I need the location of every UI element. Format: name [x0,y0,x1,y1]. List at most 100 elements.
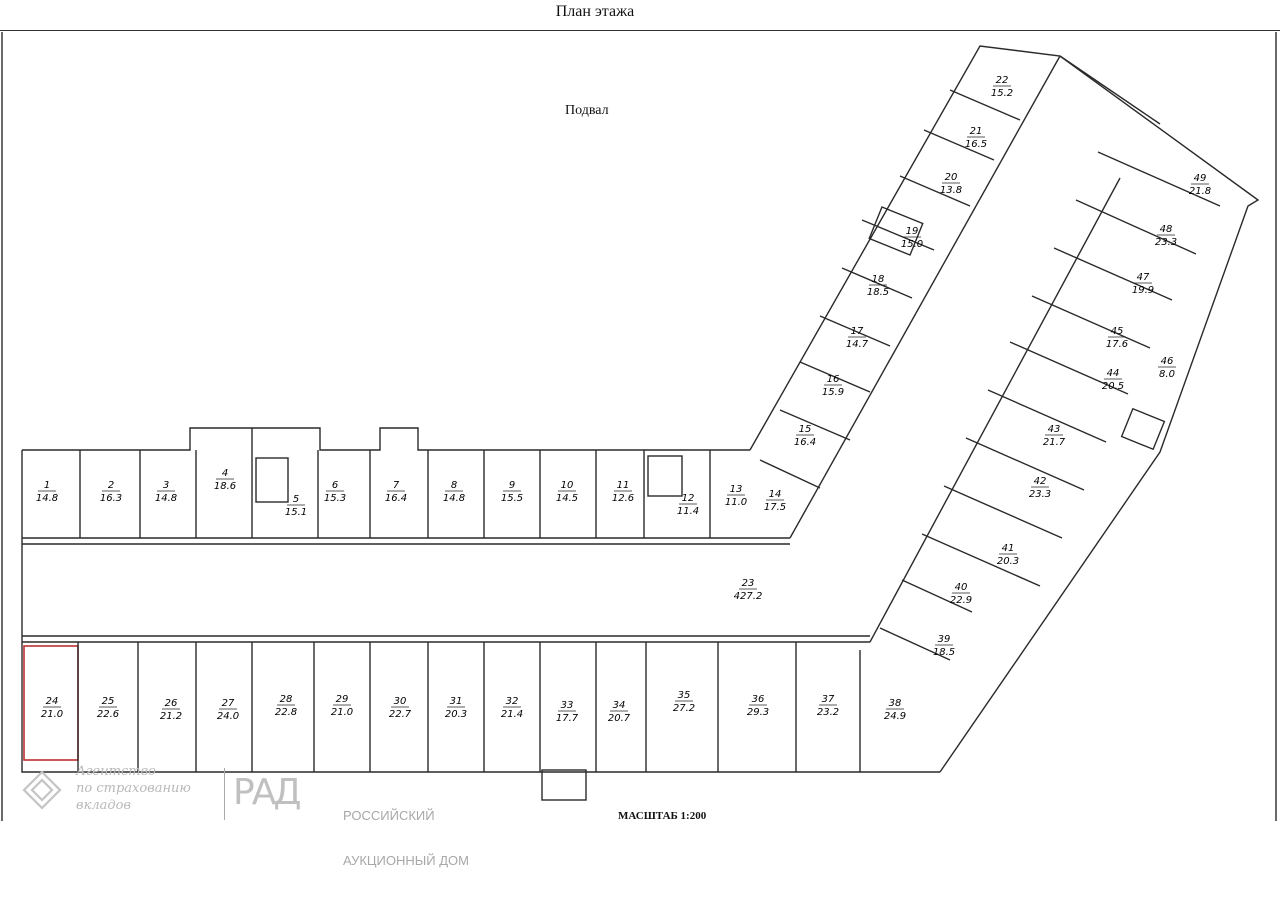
room-area: 12.6 [612,493,634,504]
room-number: 32 [506,696,519,707]
room-number: 7 [393,480,400,491]
scale-label: МАСШТАБ 1:200 [618,810,707,822]
room-area: 14.8 [443,493,465,504]
room-number: 40 [955,582,968,593]
room-number: 11 [617,480,630,491]
room-area: 20.3 [445,709,467,720]
room-area: 11.4 [677,506,699,517]
room-area: 14.7 [846,339,869,350]
room-number: 25 [102,696,115,707]
room-area: 19.9 [1132,285,1154,296]
room-area: 27.2 [673,703,695,714]
room-area: 15.5 [501,493,523,504]
room-label: 34 20.7 [608,700,631,724]
room-number: 14 [769,489,782,500]
room-area: 14.5 [556,493,578,504]
room-number: 13 [730,484,743,495]
room-number: 34 [613,700,626,711]
agency-name: Агентство по страхованию вкладов [76,763,191,814]
room-number: 18 [872,274,885,285]
room-label: 18 18.5 [867,274,889,298]
room-label: 615.3 [324,480,346,504]
room-number: 23 [742,578,755,589]
room-number: 48 [1160,224,1173,235]
room-number: 29 [336,694,349,705]
room-area: 16.4 [385,493,407,504]
room-number: 45 [1111,326,1124,337]
room-number: 27 [222,698,235,709]
room-number: 37 [822,694,835,705]
room-area: 16.3 [100,493,122,504]
room-label: 314.8 [155,480,177,504]
room-label: 16 15.9 [822,374,844,398]
room-number: 9 [509,480,515,491]
room-area: 22.7 [389,709,412,720]
room-label: 37 23.2 [817,694,839,718]
room-area: 20.7 [608,713,631,724]
room-label: 32 21.4 [501,696,523,720]
room-number: 5 [293,494,299,505]
room-area: 18.5 [867,287,889,298]
room-number: 24 [46,696,59,707]
agency-watermark: Агентство по страхованию вкладов [10,762,210,820]
wall-lines [1,32,1277,821]
room-area: 23.2 [817,707,839,718]
room-number: 26 [165,698,178,709]
room-number: 46 [1161,356,1174,367]
room-area: 21.7 [1043,437,1066,448]
room-label: 468.0 [1158,356,1176,380]
room-number: 19 [906,226,919,237]
room-number: 6 [332,480,338,491]
room-label: 11 12.6 [612,480,634,504]
room-number: 16 [827,374,840,385]
room-number: 8 [451,480,457,491]
room-area: 15.9 [822,387,844,398]
room-area: 18.5 [933,647,955,658]
room-label: 814.8 [443,480,465,504]
room-number: 38 [889,698,902,709]
auction-logo-icon: РАД [233,772,301,813]
room-number: 42 [1034,476,1047,487]
room-area: 21.4 [501,709,523,720]
room-number: 2 [108,480,114,491]
room-number: 4 [222,468,228,479]
room-area: 17.5 [764,502,786,513]
room-number: 39 [938,634,951,645]
auction-watermark: РАД РОССИЙСКИЙ АУКЦИОННЫЙ ДОМ [224,768,525,868]
room-area: 15.1 [285,507,307,518]
auction-line-1: РОССИЙСКИЙ [343,808,435,823]
room-label: 29 21.0 [331,694,353,718]
room-number: 22 [996,75,1009,86]
room-label: 23 427.2 [734,578,763,602]
room-area: 427.2 [734,591,763,602]
room-number: 36 [752,694,765,705]
room-label: 515.1 [285,494,307,518]
room-label: 36 29.3 [747,694,769,718]
room-area: 22.9 [950,595,972,606]
room-number: 12 [682,493,695,504]
auction-name: РОССИЙСКИЙ АУКЦИОННЫЙ ДОМ [343,778,469,898]
room-number: 41 [1002,543,1015,554]
room-number: 33 [561,700,574,711]
room-area: 29.3 [747,707,769,718]
agency-line-1: Агентство [76,764,156,779]
room-area: 20.5 [1102,381,1124,392]
room-area: 21.0 [331,707,353,718]
floor-label: Подвал [565,103,609,118]
